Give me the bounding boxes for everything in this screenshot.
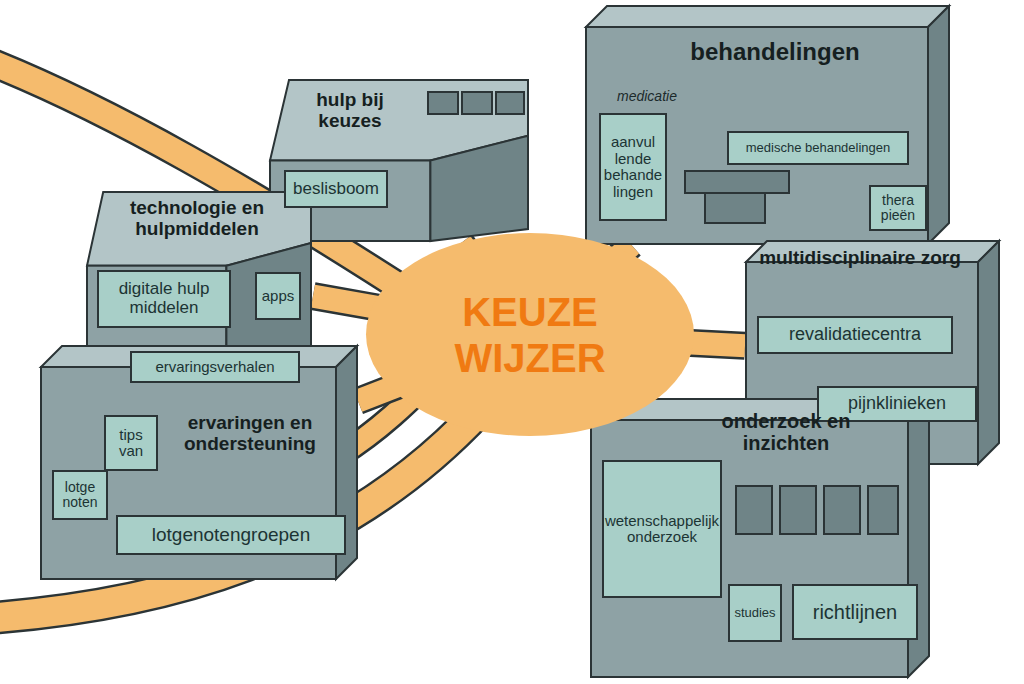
sign-box: aanvul lende behande lingen — [599, 113, 667, 221]
window-detail — [428, 92, 458, 114]
sign-text: lotge noten — [57, 480, 103, 511]
building: onderzoek en inzichten wetenschappelijk o… — [590, 398, 930, 678]
sign-text: pijnklinieken — [848, 394, 946, 414]
building: ervaringen en ondersteuning ervaringsverh… — [40, 345, 358, 580]
sign-text: aanvul lende behande lingen — [604, 134, 662, 200]
front-face — [586, 27, 928, 244]
hub-blob: KEUZE WIJZER — [365, 232, 695, 437]
sign-box: digitale hulp middelen — [97, 270, 231, 328]
building: behandelingen medicatie aanvul lende behan… — [585, 5, 950, 245]
building-heading: technologie en hulpmiddelen — [99, 198, 295, 240]
sign-box: ervaringsverhalen — [130, 351, 300, 383]
sign-box: beslisboom — [284, 170, 388, 208]
building-shape — [365, 232, 695, 437]
building: technologie en hulpmiddelen digitale hulp… — [85, 190, 313, 362]
sign-text: medische behandelingen — [746, 141, 891, 155]
window-detail — [496, 92, 524, 114]
sign-text: wetenschappelijk onderzoek — [605, 513, 719, 546]
side-face — [928, 6, 949, 244]
window-detail — [824, 486, 860, 534]
sign-text: ervaringsverhalen — [155, 359, 274, 376]
sign-text: beslisboom — [293, 180, 379, 199]
hub-title: KEUZE WIJZER — [445, 289, 615, 381]
hub-ellipse — [366, 233, 694, 436]
sign-box: lotgenotengroepen — [116, 515, 346, 555]
building-heading: behandelingen — [645, 39, 905, 65]
building-heading: ervaringen en ondersteuning — [166, 413, 334, 455]
window-detail — [868, 486, 898, 534]
window-detail — [780, 486, 816, 534]
window-detail — [736, 486, 772, 534]
window-detail — [462, 92, 492, 114]
sign-box: revalidatiecentra — [757, 316, 953, 354]
roof-label-text: medicatie — [617, 89, 677, 104]
sign-box: wetenschappelijk onderzoek — [602, 460, 722, 598]
sign-box: lotge noten — [52, 470, 108, 520]
sign-text: revalidatiecentra — [789, 325, 921, 345]
sign-text: lotgenotengroepen — [152, 525, 310, 546]
window-detail — [705, 193, 765, 223]
roof-face — [586, 6, 949, 27]
side-face — [226, 243, 311, 360]
side-face — [430, 136, 528, 241]
sign-text: tips van — [109, 427, 153, 460]
window-detail — [685, 171, 789, 193]
sign-text: thera pieën — [874, 193, 922, 224]
sign-box: tips van — [104, 415, 158, 471]
road-outline — [0, 62, 420, 300]
sign-text: apps — [262, 288, 295, 305]
sign-box: medische behandelingen — [727, 131, 909, 165]
sign-text: studies — [734, 606, 775, 620]
sign-text: richtlijnen — [813, 601, 897, 623]
side-face — [978, 241, 999, 464]
sign-box: apps — [255, 272, 301, 320]
sign-box: thera pieën — [869, 185, 927, 231]
sign-text: digitale hulp middelen — [102, 280, 226, 317]
sign-box: studies — [728, 584, 782, 642]
roof-label: medicatie — [617, 85, 727, 109]
building-heading: hulp bij keuzes — [290, 90, 410, 132]
sign-box: richtlijnen — [792, 584, 918, 640]
road — [0, 62, 420, 300]
building-heading: multidisciplinaire zorg — [755, 248, 965, 269]
building-heading: onderzoek en inzichten — [686, 410, 886, 454]
